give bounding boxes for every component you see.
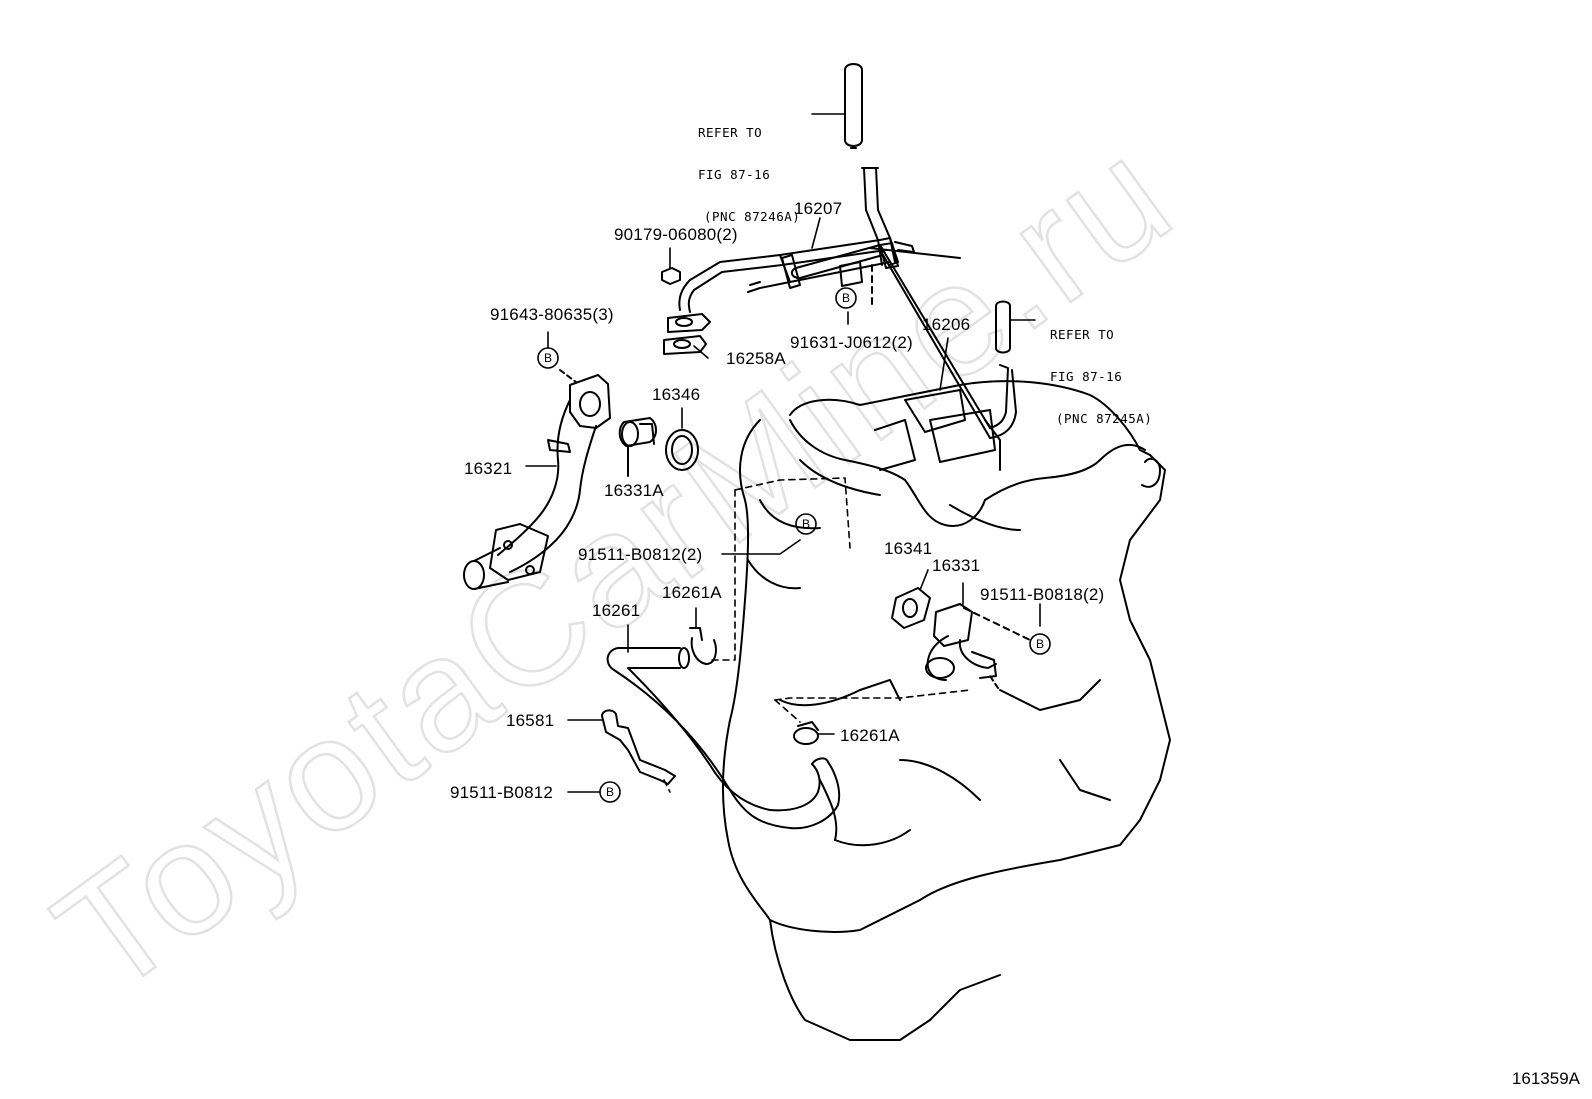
part-label-91511-B0812-2[interactable]: 91511-B0812(2) (578, 545, 703, 564)
engine-block (721, 380, 1171, 1041)
part-label-16261A-lower[interactable]: 16261A (840, 726, 900, 745)
thermostat-16331A (618, 417, 657, 477)
fastener-letter: B (544, 351, 552, 365)
part-label-16321[interactable]: 16321 (464, 459, 513, 478)
fastener-letter: B (606, 785, 614, 799)
clamp-16261A-lower (793, 721, 819, 745)
part-label-91631-J0612[interactable]: 91631-J0612(2) (790, 333, 913, 352)
bracket-16581 (601, 709, 676, 785)
part-label-90179-06080[interactable]: 90179-06080(2) (614, 225, 738, 244)
part-label-16581[interactable]: 16581 (506, 711, 555, 730)
part-label-16258A[interactable]: 16258A (726, 349, 786, 368)
part-label-16341[interactable]: 16341 (884, 539, 933, 558)
part-label-16331A[interactable]: 16331A (604, 481, 664, 500)
reference-note-upper: REFER TO FIG 87-16 (PNC 87246A) (698, 98, 800, 252)
reference-line: REFER TO (698, 125, 763, 140)
part-label-16331[interactable]: 16331 (932, 556, 981, 575)
reference-line: (PNC 87245A) (1056, 411, 1153, 426)
part-label-91511-B0812[interactable]: 91511-B0812 (450, 783, 554, 802)
fastener-letter: B (842, 291, 850, 305)
seal-16346 (665, 429, 699, 471)
part-label-16261A-upper[interactable]: 16261A (662, 583, 722, 602)
water-outlet-16321 (463, 369, 611, 590)
gasket-16341 (891, 587, 931, 629)
clamp-16261A-upper (689, 627, 717, 665)
reference-line: FIG 87-16 (698, 167, 771, 182)
water-inlet-16331 (925, 603, 1031, 689)
hose-16261 (606, 647, 841, 830)
fastener-marker-letters: B B B B B (544, 291, 1044, 799)
reference-line: FIG 87-16 (1050, 369, 1123, 384)
part-label-16206[interactable]: 16206 (922, 315, 971, 334)
part-label-91511-B0818[interactable]: 91511-B0818(2) (980, 585, 1105, 604)
dashed-leaders (663, 477, 971, 793)
bypass-pipe-16207 (661, 63, 915, 355)
leader-lines (525, 113, 1041, 793)
part-label-16346[interactable]: 16346 (652, 385, 701, 404)
part-label-16261[interactable]: 16261 (592, 601, 641, 620)
part-label-16207[interactable]: 16207 (794, 199, 843, 218)
fastener-markers (537, 287, 1051, 803)
reference-note-right: REFER TO FIG 87-16 (PNC 87245A) (1050, 300, 1152, 454)
part-label-91643-80635[interactable]: 91643-80635(3) (490, 305, 614, 324)
reference-line: REFER TO (1050, 327, 1115, 342)
hose-16206 (790, 244, 1017, 439)
fastener-letter: B (1036, 637, 1044, 651)
fastener-letter: B (802, 517, 810, 531)
reference-line: (PNC 87246A) (704, 209, 801, 224)
figure-number: 161359A (1511, 1069, 1580, 1088)
